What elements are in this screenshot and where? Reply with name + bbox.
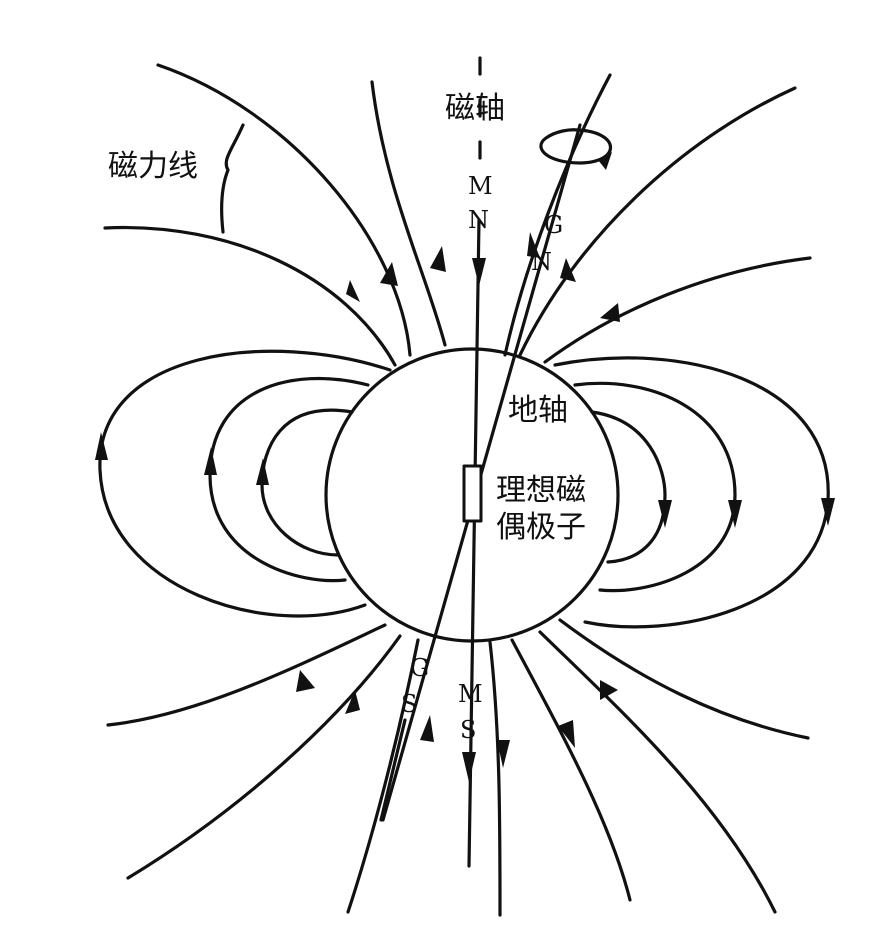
arrow-head — [420, 715, 434, 742]
field-line — [558, 618, 810, 740]
arrow-head — [560, 258, 576, 282]
arrow-head — [600, 680, 618, 700]
ideal-dipole — [462, 464, 483, 523]
arrow-head — [472, 258, 486, 286]
arrow-head — [527, 232, 540, 258]
arrow-head — [345, 690, 360, 714]
magnetic-south-letter-s: S — [460, 716, 476, 744]
field-line — [590, 410, 667, 564]
field-line — [538, 630, 777, 914]
magnetic-north-letter-m: M — [468, 172, 493, 200]
arrow-head — [204, 447, 217, 475]
field-line — [518, 86, 797, 357]
ideal-dipole-label-line2: 偶极子 — [496, 510, 586, 545]
field-line — [488, 640, 502, 917]
arrow-head — [600, 303, 620, 322]
geographic-south-letter-s: S — [401, 690, 417, 718]
arrow-head — [256, 458, 269, 485]
arrow-head — [462, 752, 476, 782]
field-line — [106, 623, 387, 727]
magnetic-south-letter-m: M — [458, 680, 483, 708]
geographic-north-letter-g: G — [544, 211, 563, 239]
field-lines-leader — [220, 123, 245, 234]
field-line — [346, 638, 420, 914]
field-line — [573, 381, 737, 593]
arrow-head — [430, 246, 446, 272]
field-line — [126, 634, 402, 880]
ideal-dipole-label-line1: 理想磁 — [496, 473, 586, 508]
arrow-head — [497, 740, 510, 768]
arrow-head — [558, 720, 575, 748]
magnetic-north-letter-n: N — [468, 206, 489, 234]
field-line — [260, 408, 354, 557]
field-line — [510, 638, 632, 902]
field-line — [98, 349, 392, 618]
arrow-head — [658, 500, 672, 528]
magnetic-axis-label: 磁轴 — [445, 91, 505, 126]
arrow-head — [95, 432, 108, 460]
arrow-head — [821, 498, 835, 526]
arrow-head — [296, 670, 315, 692]
arrow-head — [380, 262, 398, 286]
earth-axis-label: 地轴 — [508, 393, 568, 428]
arrow-head — [346, 280, 360, 302]
field-line — [543, 256, 812, 364]
geo-south-segment — [379, 718, 407, 822]
field-line — [103, 225, 397, 367]
rotation-ellipse — [539, 128, 612, 165]
field-line — [156, 63, 412, 357]
geographic-north-letter-n: N — [531, 248, 552, 276]
field-line — [208, 376, 370, 583]
geographic-south-letter-g: G — [410, 654, 429, 682]
arrow-head — [728, 500, 742, 528]
arrow-head — [598, 152, 612, 170]
field-line — [370, 80, 447, 347]
field-line — [553, 356, 830, 629]
field-line — [503, 73, 612, 357]
field-lines-label: 磁力线 — [108, 149, 198, 184]
